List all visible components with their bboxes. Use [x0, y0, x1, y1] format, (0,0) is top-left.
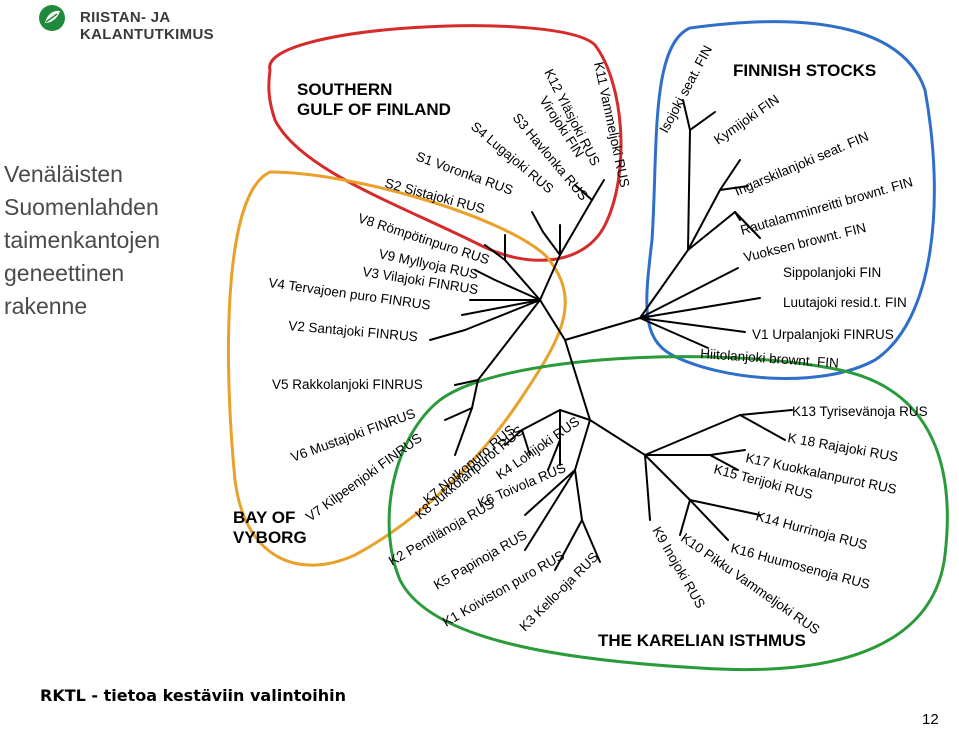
karelian-isthmus-outline: [387, 355, 949, 672]
region-label-bay-of-vyborg: BAY OF: [233, 508, 295, 527]
leaf-logo-icon: [39, 5, 65, 31]
southern-gulf-outline: [267, 24, 623, 262]
leaf-label-k18: K 18 Rajajoki RUS: [786, 430, 899, 464]
leaf-label-sippolanjoki: Sippolanjoki FIN: [783, 265, 881, 280]
leaf-label-k1: K1 Koiviston puro RUS: [440, 548, 567, 630]
leaf-label-hiitolanjoki: Hiitolanjoki brownt. FIN: [700, 346, 840, 371]
region-label-finnish-stocks: FINNISH STOCKS: [733, 61, 876, 80]
org-logo: RIISTAN- JA KALANTUTKIMUS: [38, 4, 298, 43]
leaf-label-v1: V1 Urpalanjoki FINRUS: [752, 327, 894, 342]
leaf-label-isojoki: Isojoki seat. FIN: [656, 43, 715, 135]
tree-branches: [429, 99, 793, 571]
leaf-label-v5: V5 Rakkolanjoki FINRUS: [272, 377, 423, 392]
leaf-label-ingarskilanjoki: Ingarskilanjoki seat. FIN: [732, 129, 870, 199]
region-label-karelian-isthmus: THE KARELIAN ISTHMUS: [598, 631, 806, 650]
leaf-label-k14: K14 Hurrinoja RUS: [754, 508, 869, 552]
org-name: RIISTAN- JA KALANTUTKIMUS: [80, 9, 214, 43]
leaf-label-v2: V2 Santajoki FINRUS: [288, 318, 419, 344]
region-label-southern-gulf-line2: GULF OF FINLAND: [297, 100, 451, 119]
region-label-bay-of-vyborg-line2: VYBORG: [233, 528, 307, 547]
leaf-label-kymijoki: Kymijoki FIN: [711, 92, 782, 148]
slide-title: Venäläisten Suomenlahden taimenkantojen …: [4, 161, 160, 319]
leaf-label-luutajoki: Luutajoki resid.t. FIN: [783, 295, 907, 310]
footer-caption: RKTL - tietoa kestäviin valintoihin: [40, 686, 346, 705]
region-label-southern-gulf: SOUTHERN: [297, 80, 392, 99]
finnish-stocks-outline: [645, 20, 936, 380]
bay-of-vyborg-outline: [226, 170, 567, 567]
leaf-label-k13: K13 Tyrisevänoja RUS: [792, 404, 928, 419]
leaf-label-k9: K9 Inojoki RUS: [649, 524, 708, 611]
page-number: 12: [922, 711, 939, 728]
